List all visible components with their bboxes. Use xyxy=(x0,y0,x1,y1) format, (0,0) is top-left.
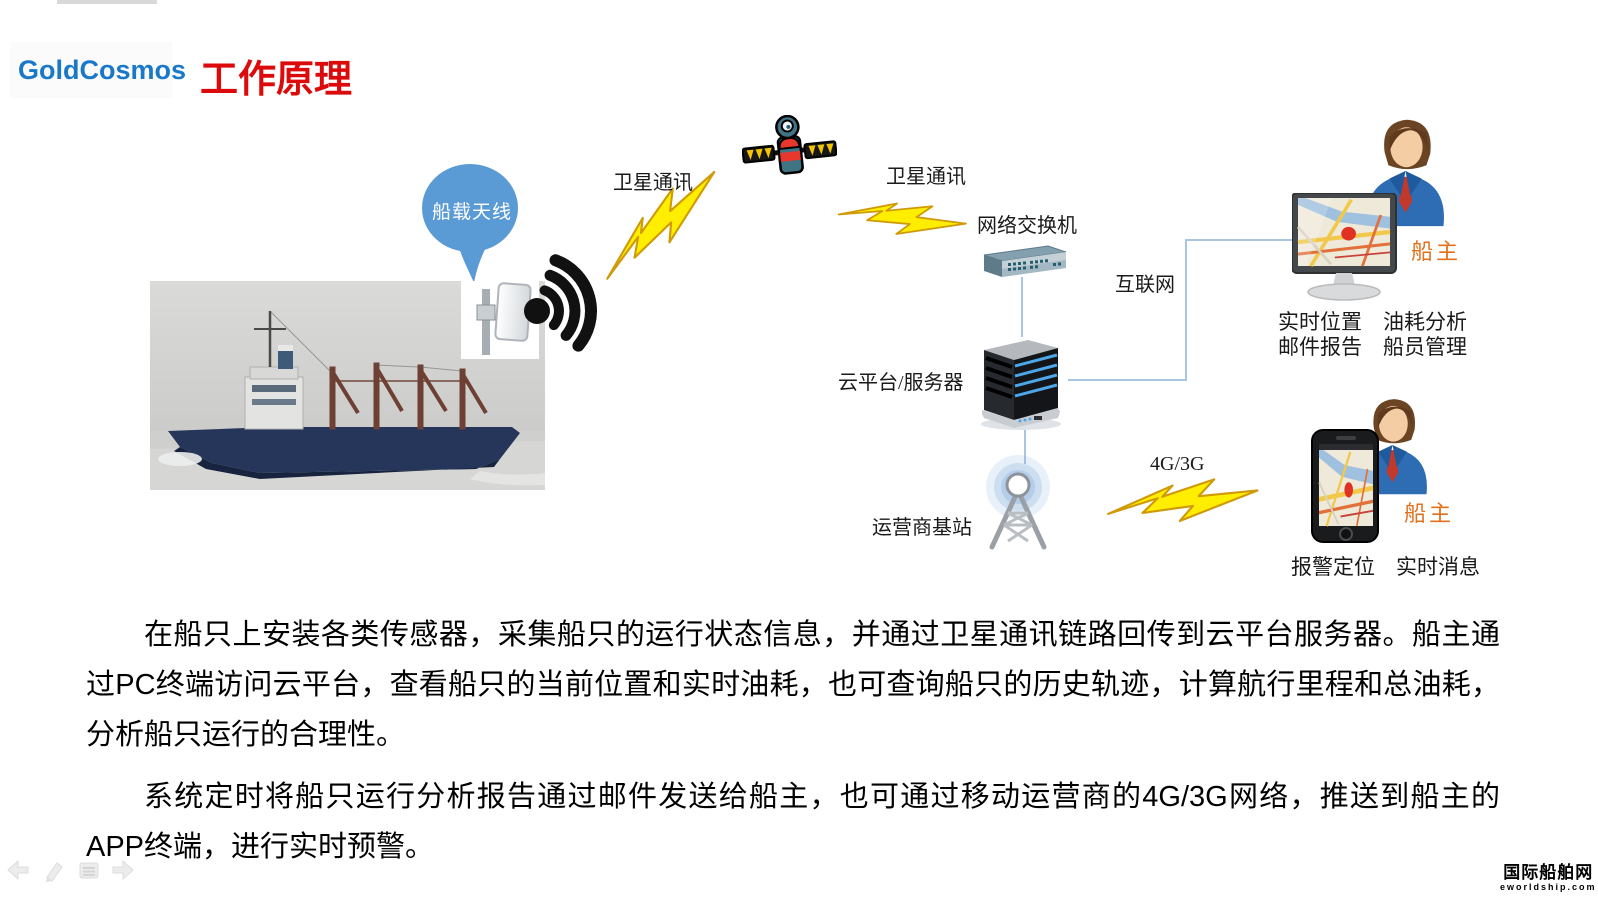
page-title: 工作原理 xyxy=(200,59,353,101)
label-owner-app: 船主 xyxy=(1404,501,1455,526)
top-strip xyxy=(57,0,157,4)
presenter-nav xyxy=(6,858,135,882)
watermark-url: eworldship.com xyxy=(1500,882,1597,892)
paragraph-2: 系统定时将船只运行分析报告通过邮件发送给船主，也可通过移动运营商的4G/3G网络… xyxy=(86,781,1500,863)
label-base-station: 运营商基站 xyxy=(872,517,972,539)
logo: GoldCosmos xyxy=(10,42,186,98)
server-icon xyxy=(981,340,1061,430)
antenna-icon xyxy=(476,282,532,355)
pc-monitor-icon xyxy=(1292,193,1397,301)
line-server-basestation xyxy=(1024,428,1026,464)
nav-forward-icon[interactable] xyxy=(111,859,135,881)
callout-bubble xyxy=(422,164,518,283)
phone-icon xyxy=(1311,429,1379,543)
base-station-icon xyxy=(986,455,1050,550)
label-network-switch: 网络交换机 xyxy=(977,215,1077,237)
callout-label: 船载天线 xyxy=(432,202,513,223)
label-satellite-link-right: 卫星通讯 xyxy=(886,166,966,188)
label-cloud-server: 云平台/服务器 xyxy=(838,372,964,394)
label-owner-pc: 船主 xyxy=(1411,239,1462,264)
nav-pen-icon[interactable] xyxy=(41,858,67,882)
line-server-right xyxy=(1068,379,1187,381)
switch-icon xyxy=(983,245,1067,277)
lightning-bolt-left xyxy=(606,170,716,280)
body-text: 在船只上安装各类传感器，采集船只的运行状态信息，并通过卫星通讯链路回传到云平台服… xyxy=(86,610,1500,884)
line-switch-server xyxy=(1021,277,1023,337)
wifi-signal-icon xyxy=(524,254,597,352)
pc-feature-line2: 邮件报告 船员管理 xyxy=(1278,335,1467,359)
line-up-to-pc xyxy=(1185,240,1187,381)
logo-text: GoldCosmos xyxy=(18,54,187,85)
label-satellite-link-left: 卫星通讯 xyxy=(613,172,693,194)
line-to-pc xyxy=(1185,239,1298,241)
watermark: 国际船舶网 eworldship.com xyxy=(1500,864,1597,892)
lightning-bolt-right xyxy=(837,202,967,235)
nav-back-icon[interactable] xyxy=(6,859,30,881)
nav-menu-icon[interactable] xyxy=(78,860,100,880)
label-mobile-network: 4G/3G xyxy=(1150,453,1205,475)
watermark-title: 国际船舶网 xyxy=(1503,863,1594,882)
satellite-icon xyxy=(742,115,837,175)
paragraph-1: 在船只上安装各类传感器，采集船只的运行状态信息，并通过卫星通讯链路回传到云平台服… xyxy=(86,619,1500,751)
label-internet: 互联网 xyxy=(1115,274,1175,296)
pc-feature-line1: 实时位置 油耗分析 xyxy=(1278,310,1467,334)
antenna-box xyxy=(461,281,539,359)
app-feature-line: 报警定位 实时消息 xyxy=(1291,555,1480,579)
lightning-bolt-4g xyxy=(1107,478,1259,523)
